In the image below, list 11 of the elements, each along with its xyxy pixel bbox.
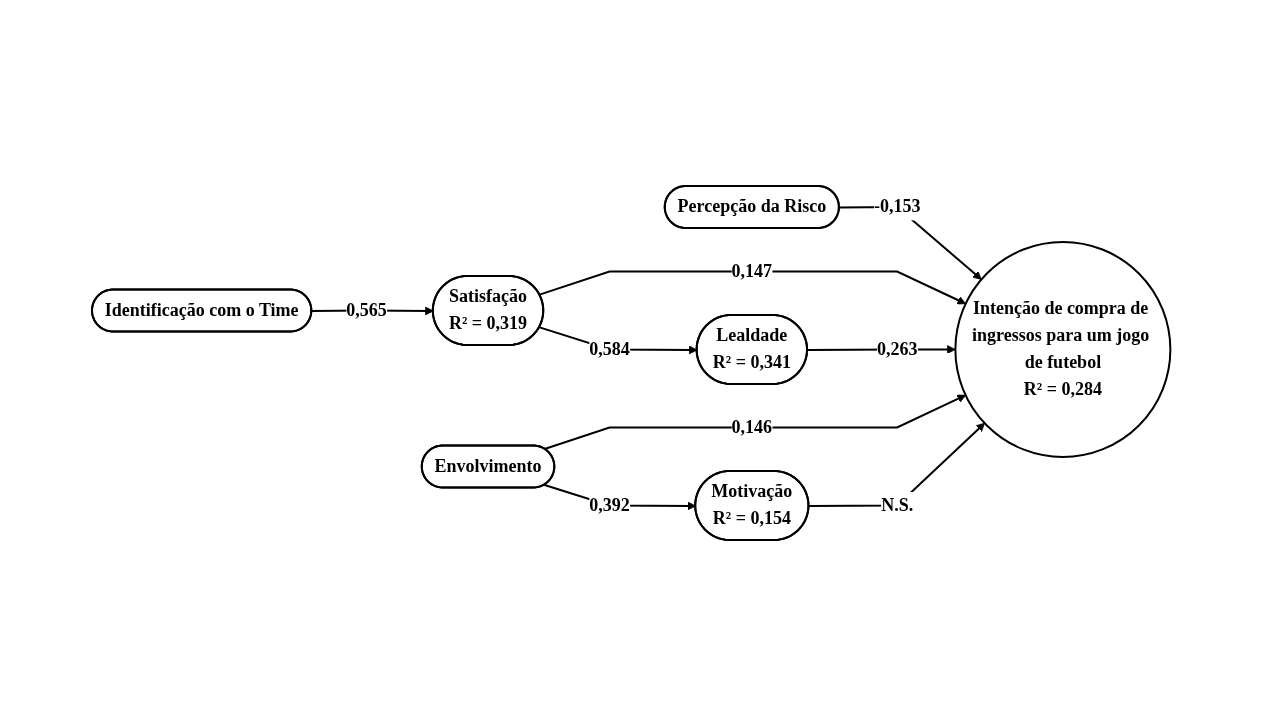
edge-label: 0,263 [876, 338, 918, 359]
edge-label: 0,147 [731, 261, 772, 281]
edge-label: 0,392 [589, 494, 630, 515]
node-circle: Intenção de compra de ingressos para um jogo de futebol R² = 0,284 [954, 241, 1172, 458]
edge-label: 0,565 [346, 299, 387, 320]
edge-label: 0,146 [731, 416, 772, 437]
arrow [543, 394, 966, 450]
edge-label: 0,584 [589, 338, 630, 359]
arrow [538, 270, 966, 305]
edge-label: N.S. [880, 494, 913, 515]
edge-label: -0,153 [873, 196, 921, 217]
